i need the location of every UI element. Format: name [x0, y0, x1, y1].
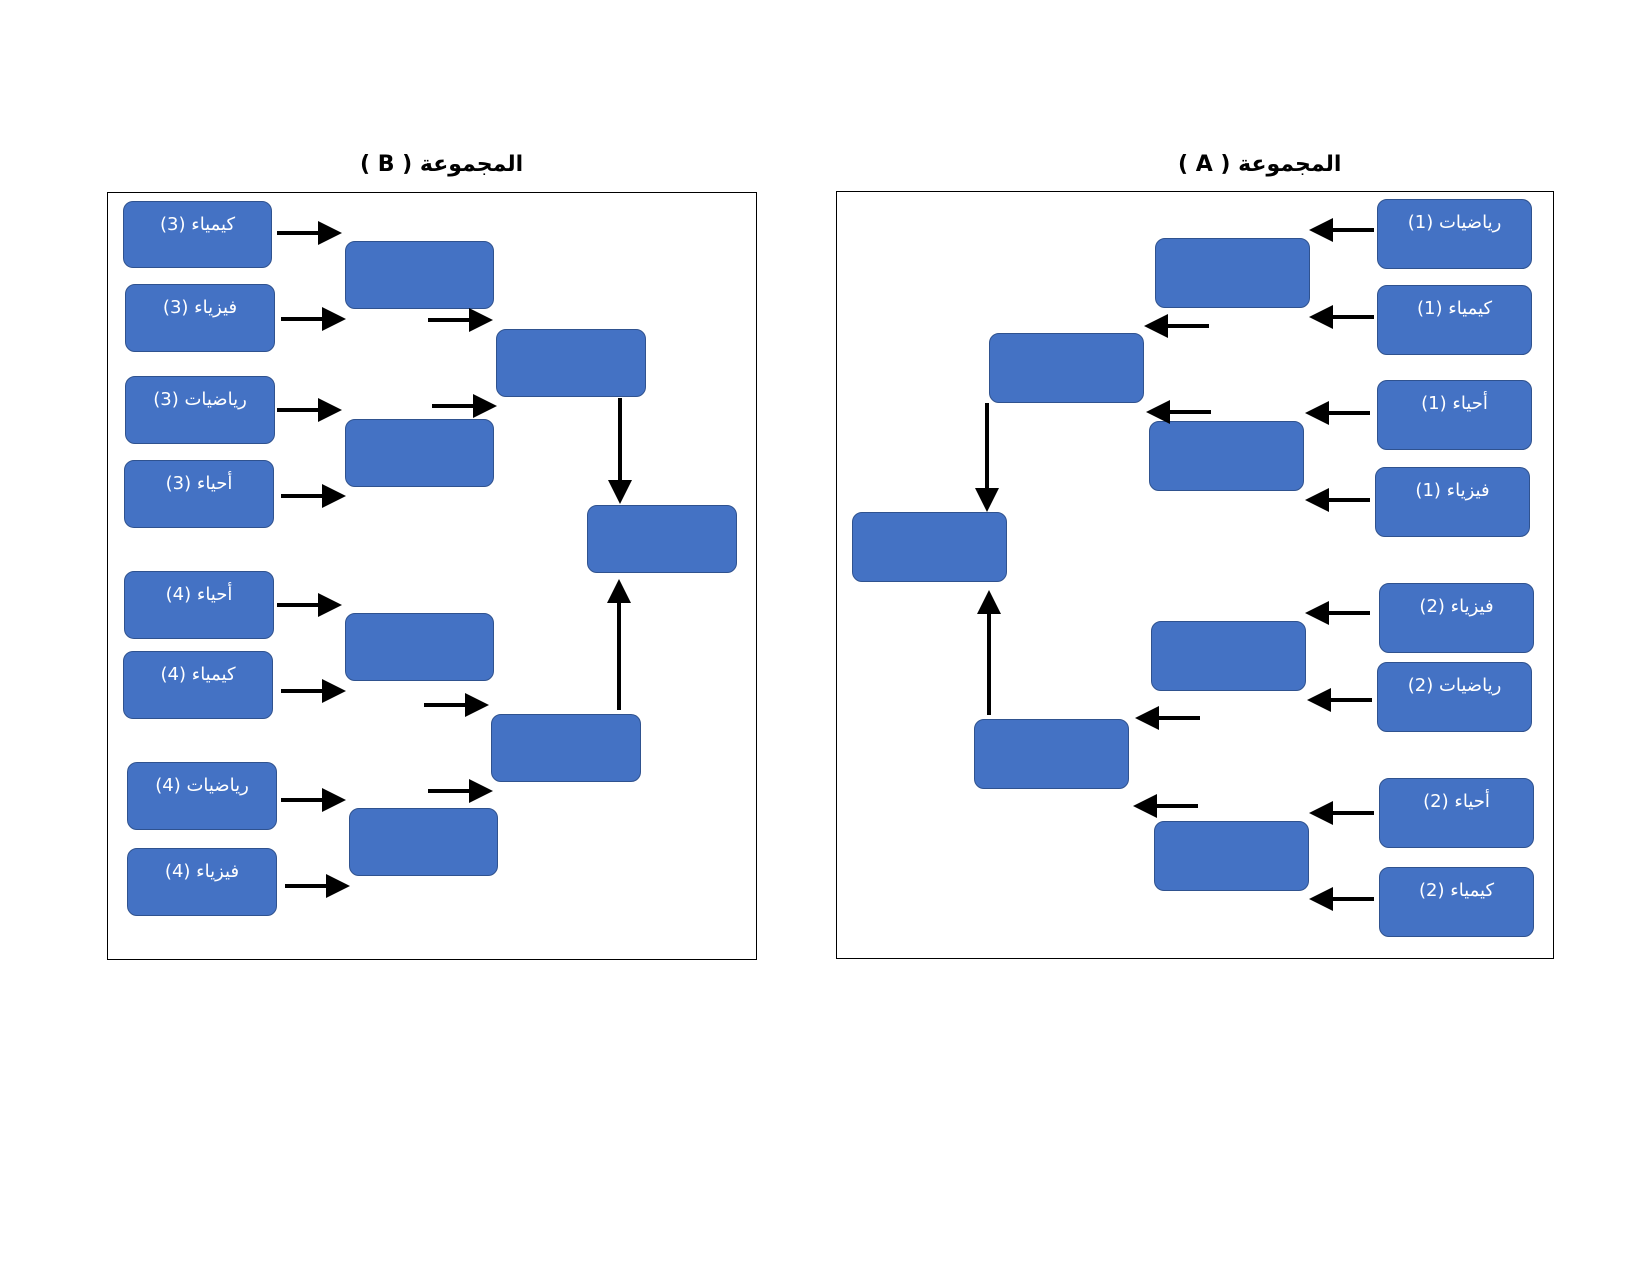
team-label: فيزياء (2)	[1419, 596, 1494, 617]
team-label: فيزياء (4)	[164, 861, 240, 882]
group-a-team-6: رياضيات (2)	[1377, 662, 1532, 732]
group-b-team-1: كيمياء (3)	[123, 201, 272, 268]
team-label: أحياء (3)	[165, 473, 233, 494]
group-b-title: المجموعة ( B )	[360, 152, 524, 177]
team-label: أحياء (1)	[1421, 393, 1488, 414]
group-a-final-slot	[852, 512, 1007, 582]
team-label: كيمياء (1)	[1417, 298, 1493, 319]
team-label: رياضيات (4)	[155, 775, 249, 796]
group-a-team-3: أحياء (1)	[1377, 380, 1532, 450]
group-b-frame	[107, 192, 757, 960]
group-b-round2-slot-1	[345, 241, 494, 309]
group-a-semifinal-slot-1	[989, 333, 1144, 403]
group-b-team-4: أحياء (3)	[124, 460, 274, 528]
team-label: فيزياء (1)	[1415, 480, 1490, 501]
group-b-round2-slot-3	[345, 613, 494, 681]
team-label: كيمياء (2)	[1419, 880, 1495, 901]
group-a-title: المجموعة ( A )	[1178, 152, 1342, 177]
group-a-team-8: كيمياء (2)	[1379, 867, 1534, 937]
group-a-round2-slot-1	[1155, 238, 1310, 308]
group-a-round2-slot-3	[1151, 621, 1306, 691]
team-label: رياضيات (2)	[1407, 675, 1502, 696]
group-a-frame	[836, 191, 1554, 959]
group-a-team-4: فيزياء (1)	[1375, 467, 1530, 537]
group-a-team-5: فيزياء (2)	[1379, 583, 1534, 653]
team-label: رياضيات (1)	[1407, 212, 1502, 233]
group-b-team-2: فيزياء (3)	[125, 284, 275, 352]
group-b-team-8: فيزياء (4)	[127, 848, 277, 916]
group-b-semifinal-slot-1	[496, 329, 646, 397]
team-label: رياضيات (3)	[153, 389, 247, 410]
group-b-team-5: أحياء (4)	[124, 571, 274, 639]
group-a-team-1: رياضيات (1)	[1377, 199, 1532, 269]
group-b-semifinal-slot-2	[491, 714, 641, 782]
group-b-team-3: رياضيات (3)	[125, 376, 275, 444]
group-a-team-2: كيمياء (1)	[1377, 285, 1532, 355]
group-b-team-7: رياضيات (4)	[127, 762, 277, 830]
group-b-final-slot	[587, 505, 737, 573]
group-b-round2-slot-4	[349, 808, 498, 876]
group-a-semifinal-slot-2	[974, 719, 1129, 789]
team-label: أحياء (2)	[1423, 791, 1490, 812]
team-label: أحياء (4)	[165, 584, 233, 605]
group-a-team-7: أحياء (2)	[1379, 778, 1534, 848]
group-a-round2-slot-2	[1149, 421, 1304, 491]
team-label: كيمياء (4)	[160, 664, 236, 685]
team-label: فيزياء (3)	[162, 297, 238, 318]
group-b-team-6: كيمياء (4)	[123, 651, 273, 719]
group-b-round2-slot-2	[345, 419, 494, 487]
team-label: كيمياء (3)	[160, 214, 236, 235]
group-a-round2-slot-4	[1154, 821, 1309, 891]
